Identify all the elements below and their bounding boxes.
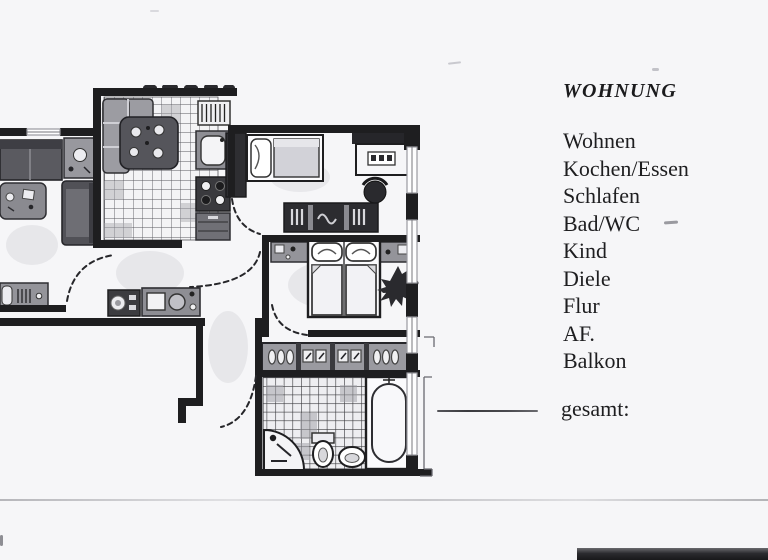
room-label-kochen-essen: Kochen/Essen bbox=[563, 155, 689, 181]
room-label-balkon: Balkon bbox=[563, 348, 627, 373]
scan-edge-mark bbox=[0, 535, 3, 546]
total-label: gesamt: bbox=[561, 396, 630, 421]
shoe-cabinet bbox=[261, 342, 415, 372]
scan-speck bbox=[150, 10, 159, 12]
stove bbox=[195, 176, 231, 212]
desk-chair bbox=[361, 176, 389, 204]
room-label-af: AF. bbox=[563, 320, 595, 346]
door-arc-kitchen-hall bbox=[189, 251, 261, 288]
door-arcs bbox=[66, 198, 308, 428]
door-arc-child bbox=[231, 198, 261, 235]
scan-artifact-line bbox=[0, 499, 768, 501]
living-sofa bbox=[0, 139, 63, 181]
balcony-marks bbox=[420, 336, 435, 477]
child-bed bbox=[246, 134, 324, 182]
windows bbox=[26, 128, 418, 456]
sideboard bbox=[0, 282, 49, 310]
legend-title: WOHNUNG bbox=[563, 80, 677, 102]
door-arc-bathroom bbox=[220, 375, 257, 428]
armchair bbox=[61, 180, 97, 246]
hall-counter bbox=[141, 287, 201, 317]
kitchen-sink bbox=[195, 130, 231, 170]
footer-dark-bar bbox=[577, 548, 768, 560]
room-label-flur: Flur bbox=[563, 293, 600, 318]
dining-table bbox=[119, 116, 179, 170]
bathtub bbox=[364, 375, 414, 471]
room-label-schlafen: Schlafen bbox=[563, 183, 640, 208]
kitchen-cabinet bbox=[195, 212, 231, 241]
bidet bbox=[338, 446, 366, 468]
side-table bbox=[63, 137, 96, 179]
room-label-diele: Diele bbox=[563, 265, 611, 291]
scan-speck bbox=[447, 61, 462, 65]
hanger-wardrobe bbox=[283, 202, 379, 233]
washing-machine bbox=[107, 289, 141, 317]
door-arc-bedroom bbox=[271, 304, 308, 336]
room-label-kind: Kind bbox=[563, 238, 607, 263]
double-bed bbox=[306, 237, 382, 319]
room-label-bad-wc: Bad/WC bbox=[563, 210, 640, 236]
scan-speck bbox=[652, 68, 659, 71]
toilet bbox=[311, 432, 335, 468]
floorplan-drawing bbox=[0, 85, 435, 477]
total-underline bbox=[437, 410, 538, 412]
nightstand-left bbox=[270, 241, 309, 263]
door-arc-living bbox=[66, 254, 115, 302]
walls bbox=[0, 88, 432, 476]
dish-rack bbox=[197, 100, 231, 126]
room-list: Wohnen Kochen/Essen Schlafen Bad/WC Kind… bbox=[563, 127, 689, 375]
desk bbox=[352, 131, 410, 176]
room-label-wohnen: Wohnen bbox=[563, 128, 636, 153]
coffee-table bbox=[0, 182, 47, 220]
